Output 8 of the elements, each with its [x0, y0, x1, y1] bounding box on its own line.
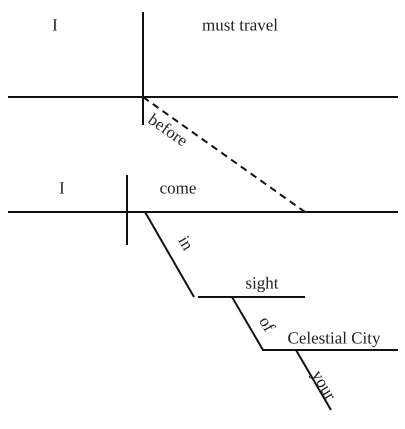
sentence-word: come [160, 180, 196, 196]
sentence-word: Celestial City [287, 330, 381, 346]
sentence-word: must travel [202, 16, 278, 34]
sentence-word: sight [245, 274, 279, 292]
sentence-word: in [175, 233, 197, 253]
sentence-word: of [256, 314, 278, 334]
sentence-word: I [52, 16, 58, 34]
sentence-word: I [59, 180, 65, 196]
